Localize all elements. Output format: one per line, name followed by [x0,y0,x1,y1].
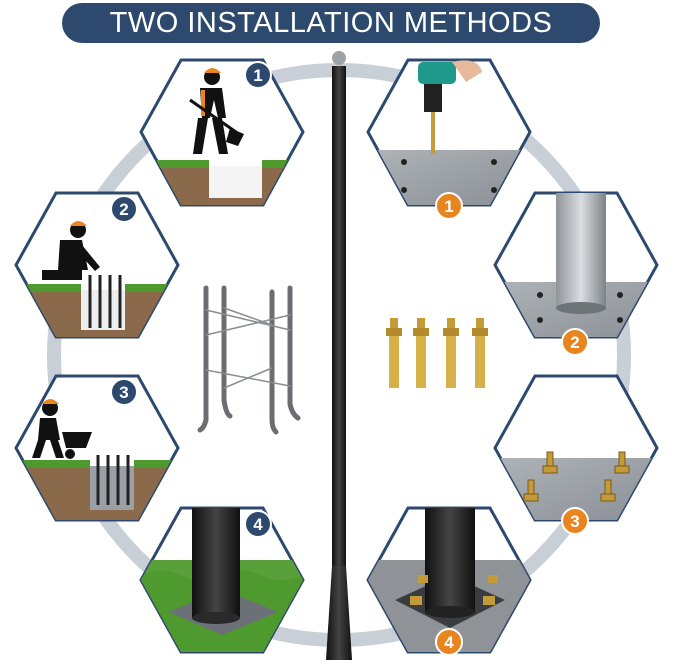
expansion-anchors [386,318,488,388]
central-pole [326,51,352,660]
left-step-2-badge: 2 [110,195,138,223]
drilling-plate-icon [418,60,482,154]
left-step-3-number: 3 [119,383,128,402]
pole-on-grass-icon [141,508,303,652]
right-step-1-number: 1 [444,197,453,216]
right-step-4-badge: 4 [435,628,463,656]
right-step-3-badge: 3 [561,507,589,535]
page-title: TWO INSTALLATION METHODS [109,6,553,39]
title-banner: TWO INSTALLATION METHODS [62,3,600,43]
left-step-1-number: 1 [253,66,262,85]
right-step-3-panel [493,374,659,522]
left-step-3-badge: 3 [110,378,138,406]
left-step-4-panel [139,506,305,654]
right-step-2-number: 2 [570,333,579,352]
worker-placing-rebar-icon [42,221,100,280]
left-step-1-badge: 1 [244,61,272,89]
right-step-2-badge: 2 [561,328,589,356]
left-step-4-badge: 4 [244,510,272,538]
worker-pouring-concrete-icon [32,399,92,459]
rebar-cage [197,285,301,435]
right-step-4-number: 4 [444,633,454,652]
worker-digging-icon [189,68,244,154]
left-step-3-panel [14,374,180,522]
right-step-3-number: 3 [570,512,579,531]
left-step-4-number: 4 [253,515,263,534]
left-step-2-number: 2 [119,200,128,219]
left-step-2-panel [14,191,180,339]
right-step-2-panel [493,191,659,339]
right-step-1-badge: 1 [435,192,463,220]
